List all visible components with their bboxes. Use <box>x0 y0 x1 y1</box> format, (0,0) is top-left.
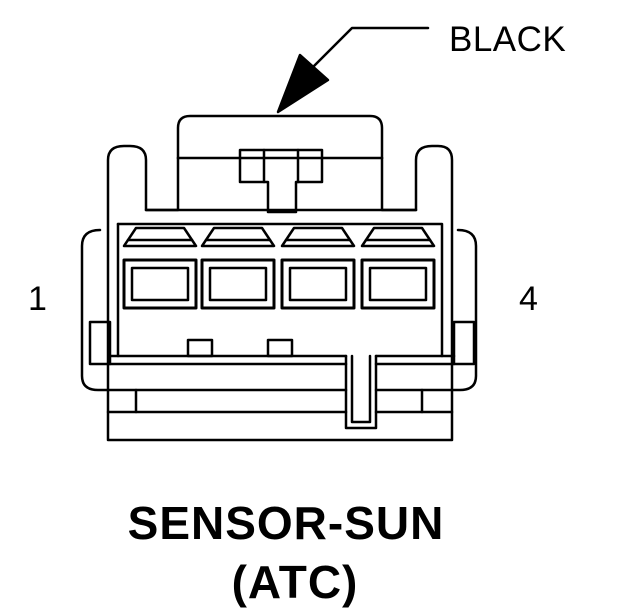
component-title: SENSOR-SUN <box>127 497 445 549</box>
pin-number-left: 1 <box>28 280 47 318</box>
component-subtitle: (ATC) <box>231 556 359 608</box>
cavity-3 <box>280 226 356 310</box>
callout-leader <box>276 26 430 114</box>
connector-housing <box>80 144 478 442</box>
wire-color-label: BLACK <box>449 20 567 59</box>
connector-latch <box>176 114 384 214</box>
pin-number-right: 4 <box>519 280 538 318</box>
terminal-cavities <box>122 226 436 310</box>
cavity-2 <box>200 226 276 310</box>
cavity-1 <box>122 226 198 310</box>
cavity-4 <box>360 226 436 310</box>
